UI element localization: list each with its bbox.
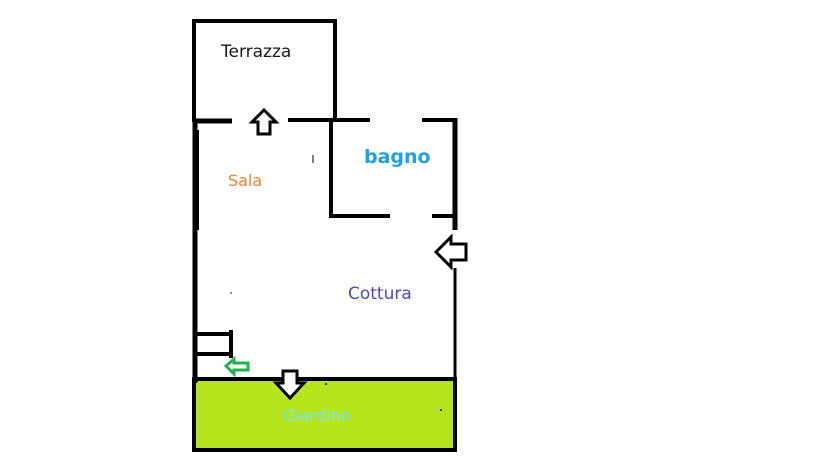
- stairs-exit-arrow: [223, 355, 250, 378]
- room-label-terrazza: Terrazza: [221, 42, 292, 62]
- giardino-area: [192, 377, 457, 452]
- dot-mark: [325, 383, 327, 385]
- terrazza-door-arrow: [248, 107, 280, 136]
- dot-mark: [440, 409, 442, 411]
- garden-door-arrow: [272, 369, 308, 401]
- room-label-bagno: bagno: [364, 146, 431, 168]
- house-walls: [192, 118, 458, 383]
- room-label-cottura: Cottura: [348, 284, 412, 304]
- room-label-sala: Sala: [228, 171, 263, 190]
- room-label-giardino: Giardino: [283, 406, 351, 425]
- dot-mark: [230, 292, 232, 294]
- stairs: [196, 330, 233, 358]
- side-entrance-arrow: [433, 233, 468, 271]
- terrazza-walls: [192, 19, 337, 122]
